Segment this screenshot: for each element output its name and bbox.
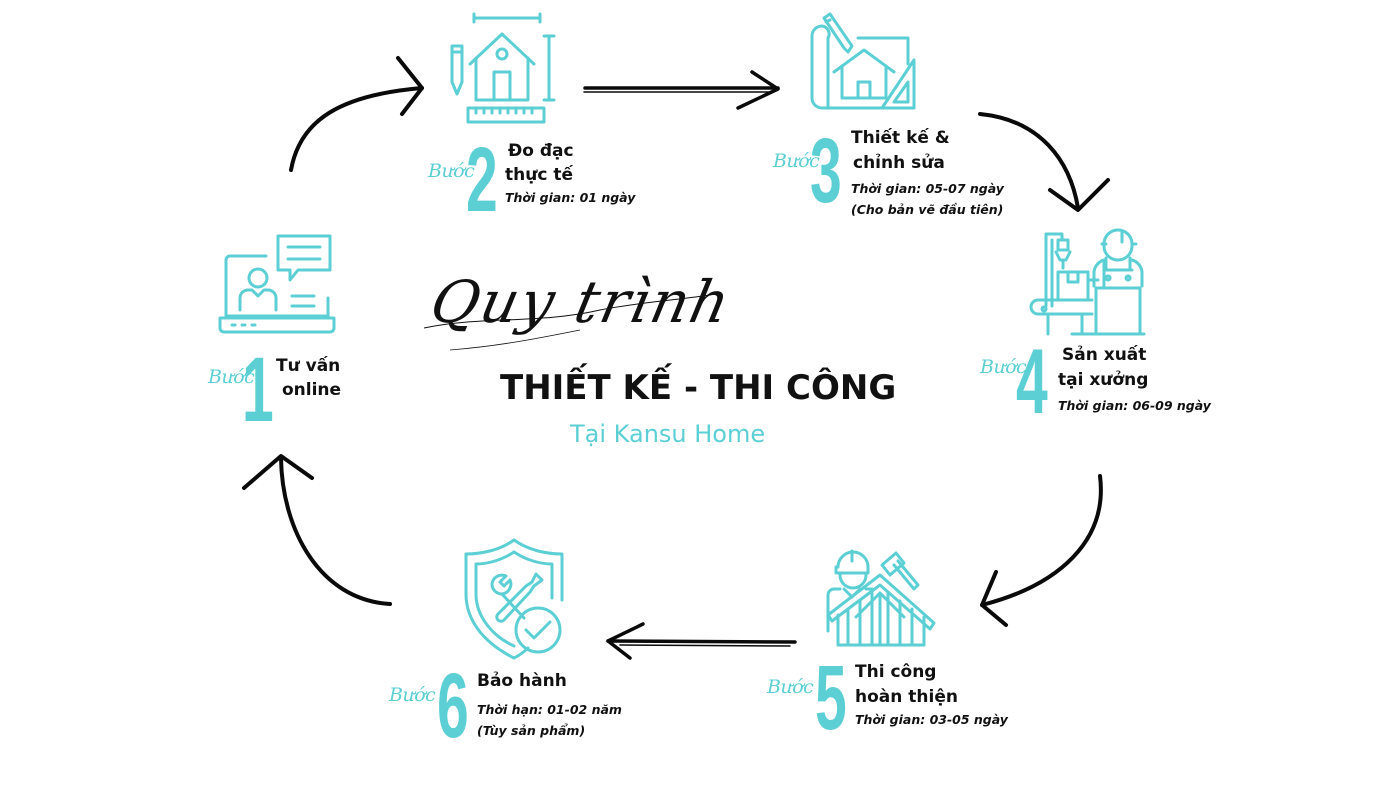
step-6-number: 6 <box>437 655 469 757</box>
step-3-title-line-1: Thiết kế & <box>851 128 950 148</box>
arrow-2-to-3 <box>583 70 780 110</box>
step-2-title-line-1: Đo đạc <box>508 141 574 161</box>
step-1-title-line-1: Tư vấn <box>276 356 341 376</box>
step-5-title-line-1: Thi công <box>855 662 937 682</box>
step-3-note-2: (Cho bản vẽ đầu tiên) <box>851 202 1004 217</box>
step-5-title-line-2: hoàn thiện <box>855 687 958 707</box>
arrow-1-to-2 <box>289 56 424 172</box>
arrow-5-to-6 <box>606 622 797 660</box>
arrow-4-to-5 <box>980 474 1103 627</box>
house-measure-icon <box>450 12 556 124</box>
arrow-3-to-4 <box>978 112 1110 212</box>
step-2-prefix: Bước <box>428 160 475 182</box>
subtitle: Tại Kansu Home <box>570 420 766 448</box>
step-6-title-line-1: Bảo hành <box>477 671 567 691</box>
main-title: THIẾT KẾ - THI CÔNG <box>500 368 897 408</box>
step-1-prefix: Bước <box>208 366 255 388</box>
step-4-title-line-1: Sản xuất <box>1062 345 1147 365</box>
warranty-shield-icon <box>464 538 564 660</box>
step-3-title-line-2: chỉnh sửa <box>853 153 945 173</box>
step-4-note-1: Thời gian: 06-09 ngày <box>1058 398 1211 413</box>
step-6-note-2: (Tùy sản phẩm) <box>477 723 586 738</box>
step-3-note-1: Thời gian: 05-07 ngày <box>851 181 1004 196</box>
script-title: Quy trình <box>424 268 738 336</box>
blueprint-design-icon <box>810 12 916 110</box>
step-2-title-line-2: thực tế <box>505 165 573 185</box>
step-5-prefix: Bước <box>767 676 814 698</box>
step-3-prefix: Bước <box>773 150 820 172</box>
step-2-number: 2 <box>466 129 498 231</box>
construction-worker-icon <box>826 549 936 647</box>
step-5-number: 5 <box>815 647 847 749</box>
step-4-prefix: Bước <box>980 356 1027 378</box>
step-1-title-line-2: online <box>282 380 342 400</box>
step-2-note-1: Thời gian: 01 ngày <box>505 190 636 205</box>
arrow-6-to-1 <box>242 454 392 606</box>
step-1-number: 1 <box>242 339 274 441</box>
online-consult-icon <box>218 234 336 334</box>
script-flourish <box>423 293 717 351</box>
step-3-number: 3 <box>810 120 842 222</box>
factory-worker-icon <box>1029 228 1146 336</box>
step-4-title-line-2: tại xưởng <box>1058 370 1149 390</box>
step-6-prefix: Bước <box>389 684 436 706</box>
step-5-note-1: Thời gian: 03-05 ngày <box>855 712 1008 727</box>
step-4-number: 4 <box>1016 331 1048 433</box>
step-6-note-1: Thời hạn: 01-02 năm <box>477 702 622 717</box>
